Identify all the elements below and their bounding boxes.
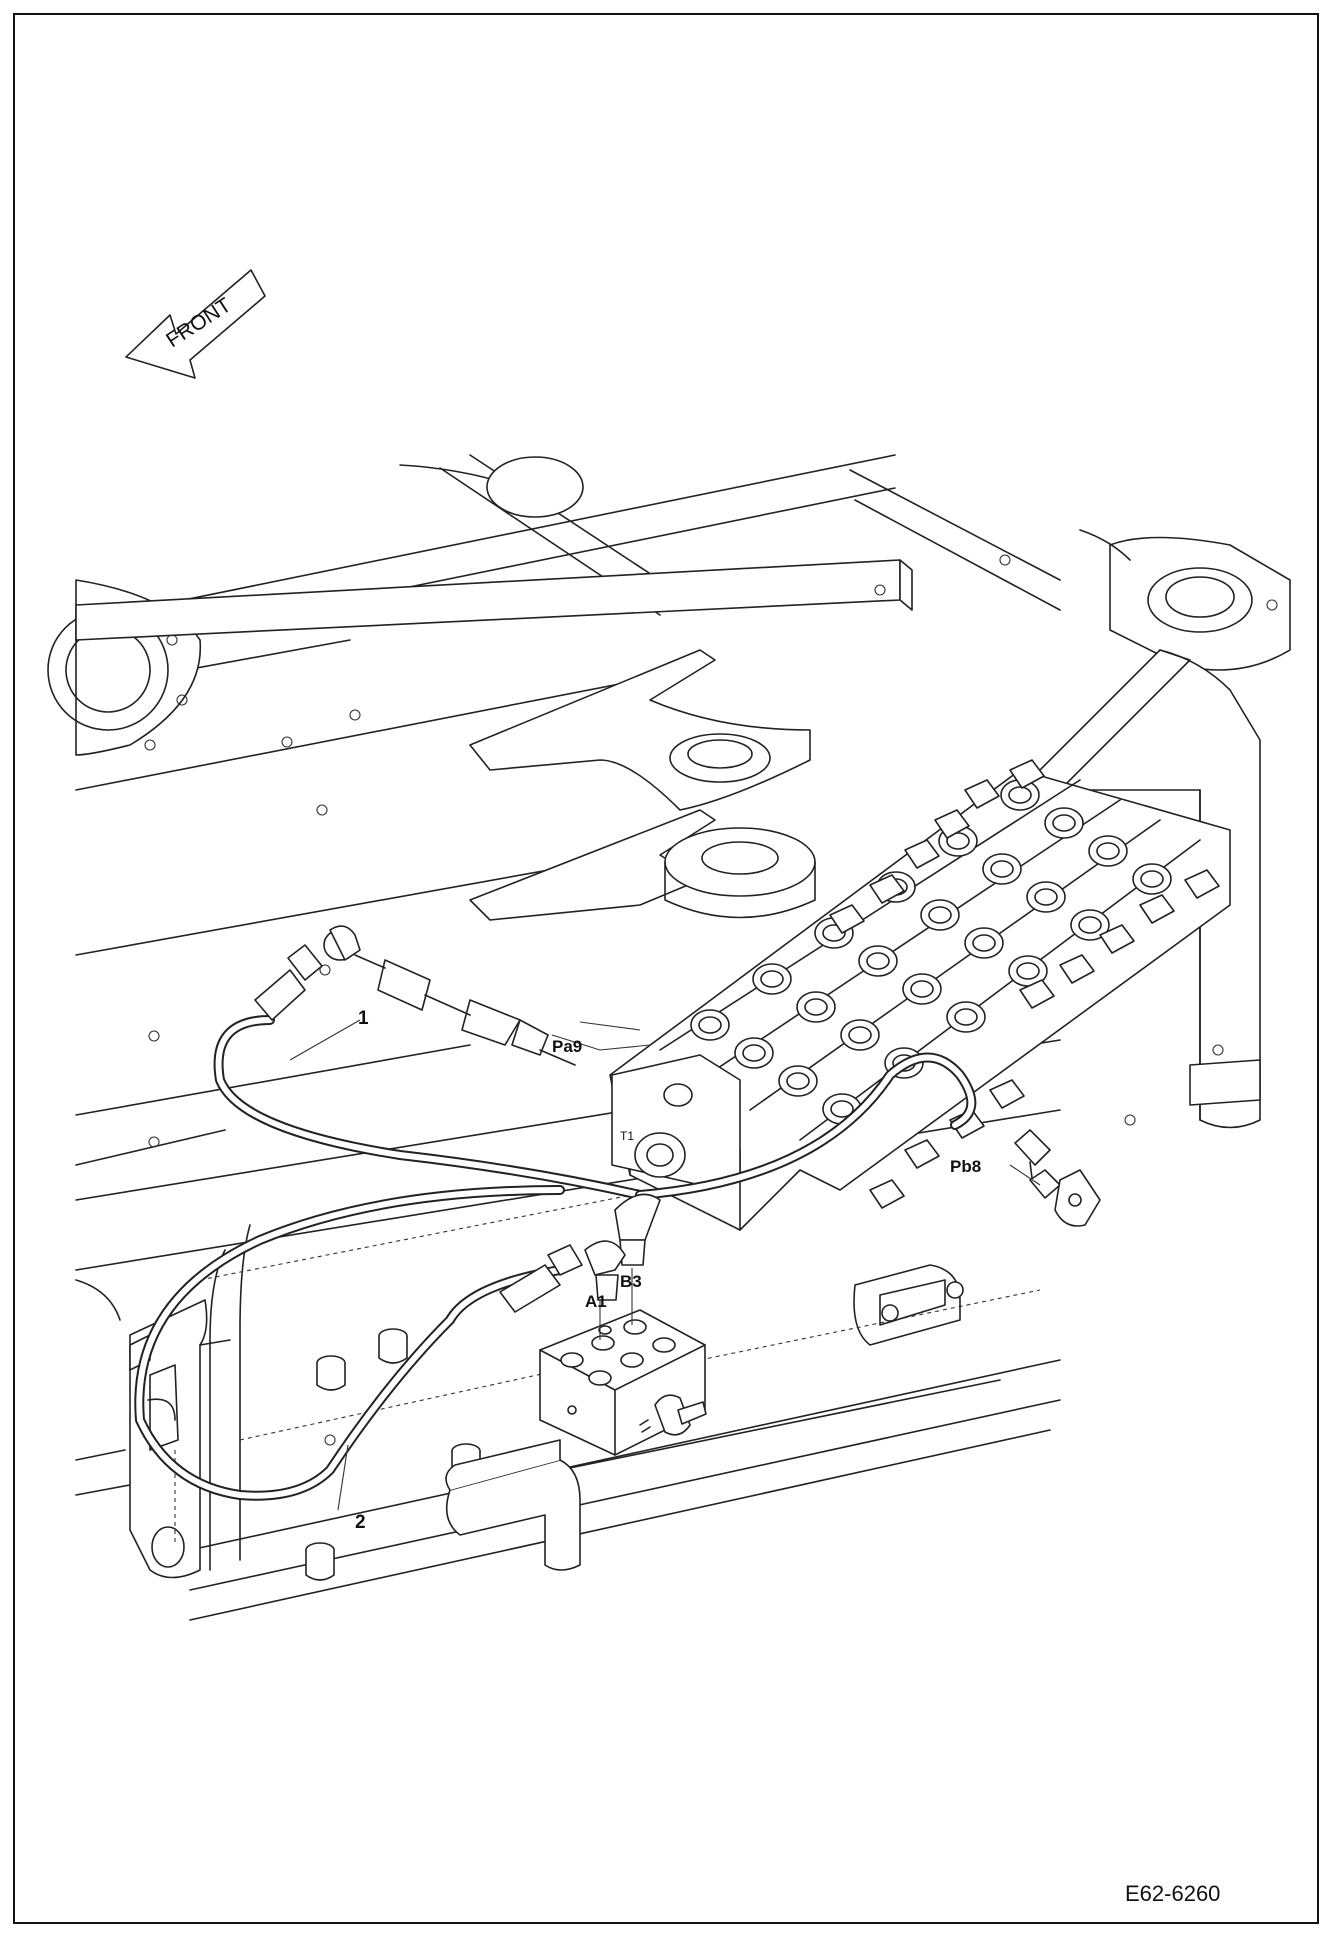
valve-port (1132, 863, 1172, 895)
valve-port-bore (910, 980, 934, 998)
valve-port-bore (946, 832, 970, 850)
port-label-pa9: Pa9 (552, 1037, 582, 1056)
hose-assembly-1 (213, 925, 645, 1200)
port-label-t1: T1 (620, 1129, 634, 1143)
valve-port-bore (804, 998, 828, 1016)
callout-1: 1 (358, 1008, 369, 1029)
port-label-pb8: Pb8 (950, 1157, 981, 1176)
valve-port (1088, 835, 1128, 867)
valve-port (796, 991, 836, 1023)
valve-port (840, 1019, 880, 1051)
valve-port-bore (990, 860, 1014, 878)
valve-port-bore (866, 952, 890, 970)
valve-port-bore (1096, 842, 1120, 860)
valve-port (1026, 881, 1066, 913)
valve-port-bore (742, 1044, 766, 1062)
port-label-b3: B3 (620, 1272, 642, 1291)
valve-port-bore (954, 1008, 978, 1026)
valve-port (946, 1001, 986, 1033)
valve-port-bore (1052, 814, 1076, 832)
distribution-block (539, 1268, 707, 1456)
valve-port-bore (1016, 962, 1040, 980)
valve-port (902, 973, 942, 1005)
border-frame (13, 13, 1319, 1924)
valve-cap (1139, 894, 1175, 924)
valve-port-bore (698, 1016, 722, 1034)
valve-port (858, 945, 898, 977)
valve-cap (1184, 869, 1220, 899)
valve-port (920, 899, 960, 931)
callout-2: 2 (355, 1512, 366, 1533)
valve-cap (989, 1079, 1025, 1109)
front-arrow-icon: FRONT (125, 269, 266, 379)
hose-assembly-2 (134, 1185, 626, 1501)
leader-lines (289, 1019, 1041, 1511)
valve-port (778, 1065, 818, 1097)
valve-cap (869, 874, 905, 904)
valve-port-bore (760, 970, 784, 988)
reference-code: E62-6260 (1125, 1881, 1220, 1906)
valve-port-bore (848, 1026, 872, 1044)
valve-port (1044, 807, 1084, 839)
valve-port-bore (786, 1072, 810, 1090)
valve-port (982, 853, 1022, 885)
valve-port-bore (830, 1100, 854, 1118)
port-label-a1: A1 (585, 1292, 607, 1311)
valve-port-bore (822, 924, 846, 942)
valve-cap (1059, 954, 1095, 984)
valve-port-bore (1140, 870, 1164, 888)
valve-port-bore (1078, 916, 1102, 934)
valve-cap (869, 1179, 905, 1209)
valve-port (1070, 909, 1110, 941)
valve-cap (904, 839, 940, 869)
valve-cap (1099, 924, 1135, 954)
control-valve: T1 (609, 759, 1231, 1231)
pb8-fitting (1014, 1129, 1101, 1227)
valve-port-bore (928, 906, 952, 924)
hose-assembly-b3 (614, 1052, 977, 1266)
valve-port-bore (972, 934, 996, 952)
valve-port-bore (1008, 786, 1032, 804)
valve-port (964, 927, 1004, 959)
valve-port-bore (1034, 888, 1058, 906)
valve-cap (1019, 979, 1055, 1009)
valve-port (690, 1009, 730, 1041)
valve-port (734, 1037, 774, 1069)
valve-cap (934, 809, 970, 839)
valve-cap (1009, 759, 1045, 789)
valve-cap (904, 1139, 940, 1169)
chassis-frame (47, 454, 1291, 1621)
valve-cap (964, 779, 1000, 809)
valve-port (752, 963, 792, 995)
valve-cap (829, 904, 865, 934)
